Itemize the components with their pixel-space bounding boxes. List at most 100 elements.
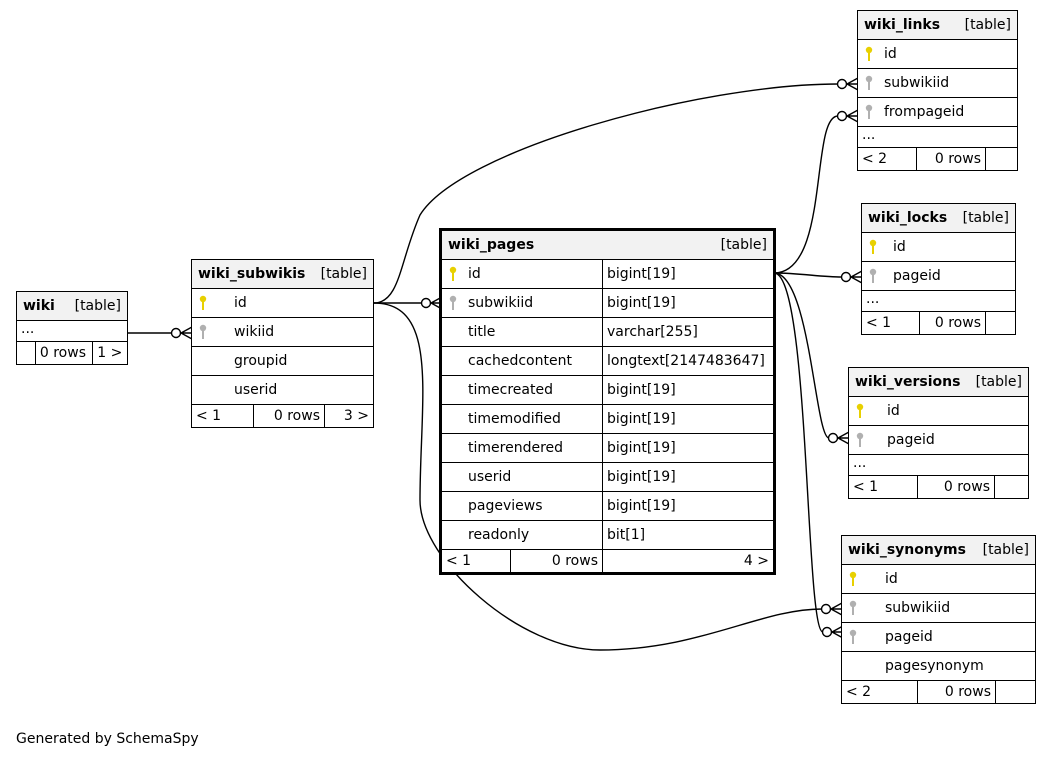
more-columns: ... bbox=[862, 291, 1015, 312]
column-row: cachedcontent longtext[2147483647] bbox=[442, 347, 773, 376]
table-tag: [table] bbox=[962, 210, 1009, 226]
column-row: timemodified bigint[19] bbox=[442, 405, 773, 434]
table-header: wiki_subwikis [table] bbox=[192, 260, 373, 289]
column-row: id bbox=[862, 233, 1015, 262]
column-name: pageid bbox=[885, 629, 933, 645]
column-name: id bbox=[884, 46, 897, 62]
column-name: id bbox=[893, 239, 906, 255]
column-name: userid bbox=[234, 382, 278, 398]
column-row: pageviews bigint[19] bbox=[442, 492, 773, 521]
column-row: subwikiid bigint[19] bbox=[442, 289, 773, 318]
foreign-key-icon bbox=[856, 432, 864, 447]
table-wiki-links[interactable]: wiki_links [table] id subwikiid frompage… bbox=[857, 10, 1018, 171]
table-tag: [table] bbox=[720, 237, 767, 253]
table-wiki-synonyms[interactable]: wiki_synonyms [table] id subwikiid pagei… bbox=[841, 535, 1036, 704]
parents-count bbox=[17, 342, 36, 364]
parents-count: < 1 bbox=[192, 405, 254, 427]
more-columns: ... bbox=[858, 127, 1017, 148]
table-header: wiki [table] bbox=[17, 292, 127, 321]
table-name: wiki_synonyms bbox=[848, 542, 966, 558]
table-wiki-locks[interactable]: wiki_locks [table] id pageid ... < 1 0 r… bbox=[861, 203, 1016, 335]
more-columns: ... bbox=[849, 455, 1028, 476]
column-row: pagesynonym bbox=[842, 652, 1035, 681]
column-name: pageid bbox=[893, 268, 941, 284]
column-row: id bbox=[849, 397, 1028, 426]
foreign-key-icon bbox=[199, 324, 207, 339]
table-footer: < 1 0 rows 3 > bbox=[192, 405, 373, 427]
table-name: wiki_pages bbox=[448, 237, 535, 253]
column-type: bigint[19] bbox=[607, 440, 676, 456]
column-name: title bbox=[468, 324, 496, 340]
table-wiki-subwikis[interactable]: wiki_subwikis [table] id wikiid groupid … bbox=[191, 259, 374, 428]
primary-key-icon bbox=[449, 266, 457, 281]
table-name: wiki_subwikis bbox=[198, 266, 306, 282]
column-row: wikiid bbox=[192, 318, 373, 347]
column-name: pagesynonym bbox=[885, 658, 984, 674]
foreign-key-icon bbox=[449, 295, 457, 310]
row-count: 0 rows bbox=[918, 476, 995, 498]
parents-count: < 1 bbox=[442, 550, 511, 572]
table-header: wiki_locks [table] bbox=[862, 204, 1015, 233]
primary-key-icon bbox=[849, 571, 857, 586]
primary-key-icon bbox=[865, 46, 873, 61]
row-count: 0 rows bbox=[918, 681, 996, 703]
column-type: bigint[19] bbox=[607, 382, 676, 398]
column-name: id bbox=[885, 571, 898, 587]
children-count: 4 > bbox=[743, 553, 769, 569]
link-pages-locks bbox=[773, 272, 843, 278]
table-header: wiki_synonyms [table] bbox=[842, 536, 1035, 565]
column-type: bit[1] bbox=[607, 527, 646, 543]
children-count bbox=[986, 148, 1017, 170]
column-name: cachedcontent bbox=[468, 353, 572, 369]
table-footer: < 1 0 rows bbox=[849, 476, 1028, 498]
parents-count: < 2 bbox=[842, 681, 918, 703]
parents-count: < 2 bbox=[858, 148, 917, 170]
children-count bbox=[986, 312, 1015, 334]
column-name: subwikiid bbox=[468, 295, 534, 311]
foreign-key-icon bbox=[865, 75, 873, 90]
table-tag: [table] bbox=[964, 17, 1011, 33]
column-row: groupid bbox=[192, 347, 373, 376]
column-name: readonly bbox=[468, 527, 530, 543]
column-name: groupid bbox=[234, 353, 288, 369]
column-type: varchar[255] bbox=[607, 324, 698, 340]
column-name: timecreated bbox=[468, 382, 553, 398]
table-wiki-pages[interactable]: wiki_pages [table] id bigint[19] subwiki… bbox=[439, 228, 776, 575]
children-count bbox=[996, 681, 1035, 703]
row-count: 0 rows bbox=[254, 405, 325, 427]
foreign-key-icon bbox=[869, 268, 877, 283]
table-name: wiki_links bbox=[864, 17, 941, 33]
column-name: id bbox=[234, 295, 247, 311]
link-pages-links bbox=[773, 115, 839, 274]
table-footer: < 1 0 rows 4 > bbox=[442, 550, 773, 572]
more-columns: ... bbox=[17, 321, 127, 342]
table-tag: [table] bbox=[975, 374, 1022, 390]
column-type: bigint[19] bbox=[607, 266, 676, 282]
column-row: pageid bbox=[849, 426, 1028, 455]
children-count: 1 > bbox=[97, 345, 123, 361]
column-name: timerendered bbox=[468, 440, 564, 456]
table-tag: [table] bbox=[320, 266, 367, 282]
column-row: id bbox=[858, 40, 1017, 69]
table-wiki-versions[interactable]: wiki_versions [table] id pageid ... < 1 … bbox=[848, 367, 1029, 499]
table-footer: < 2 0 rows bbox=[858, 148, 1017, 170]
column-name: frompageid bbox=[884, 104, 965, 120]
column-row: timerendered bigint[19] bbox=[442, 434, 773, 463]
column-name: pageviews bbox=[468, 498, 543, 514]
column-row: pageid bbox=[862, 262, 1015, 291]
primary-key-icon bbox=[199, 295, 207, 310]
column-row: id bbox=[192, 289, 373, 318]
column-type: bigint[19] bbox=[607, 411, 676, 427]
parents-count: < 1 bbox=[862, 312, 920, 334]
foreign-key-icon bbox=[865, 104, 873, 119]
column-name: subwikiid bbox=[885, 600, 951, 616]
column-name: timemodified bbox=[468, 411, 561, 427]
table-header: wiki_versions [table] bbox=[849, 368, 1028, 397]
table-name: wiki bbox=[23, 298, 55, 314]
table-tag: [table] bbox=[74, 298, 121, 314]
column-row: readonly bit[1] bbox=[442, 521, 773, 550]
link-pages-versions bbox=[773, 272, 830, 439]
link-subwikis-synonyms bbox=[373, 302, 823, 651]
column-type: bigint[19] bbox=[607, 498, 676, 514]
table-wiki[interactable]: wiki [table] ... 0 rows 1 > bbox=[16, 291, 128, 365]
